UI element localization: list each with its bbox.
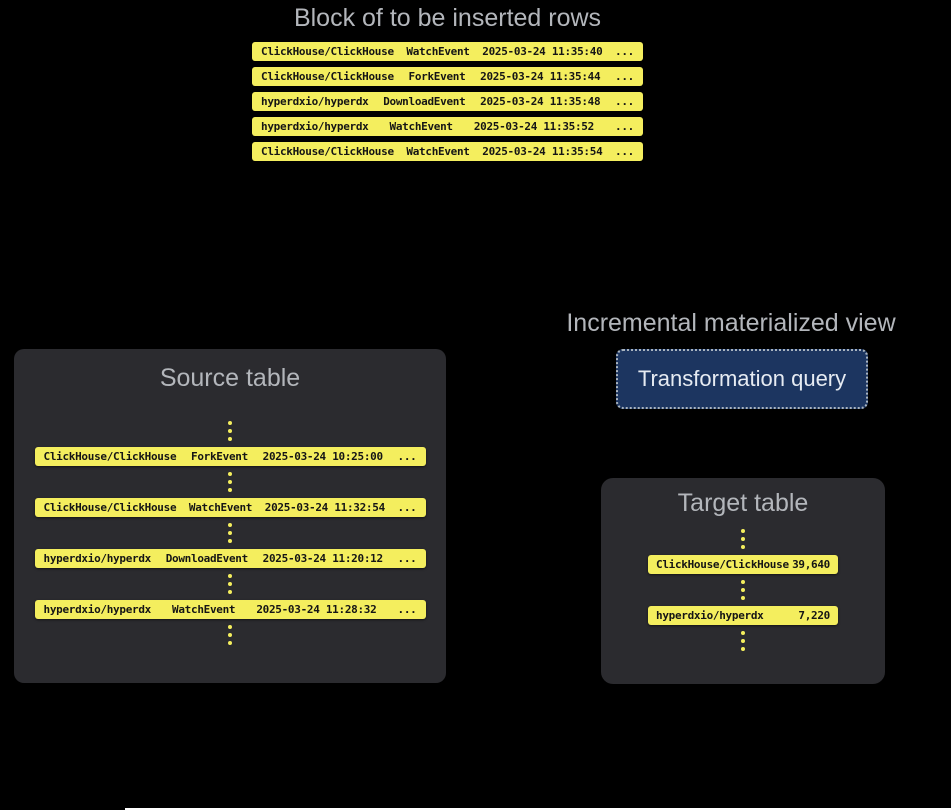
row-repo: hyperdxio/hyperdx [656,609,764,622]
transformation-query-button: Transformation query [616,349,868,409]
row-time: 2025-03-24 10:25:00 [262,450,383,463]
ellipsis-dots [228,625,232,645]
source-row: ClickHouse/ClickHouse ForkEvent 2025-03-… [34,447,426,466]
row-repo: ClickHouse/ClickHouse [43,501,177,514]
target-table-panel: Target table ClickHouse/ClickHouse 39,64… [601,478,885,684]
row-repo: ClickHouse/ClickHouse [261,45,394,58]
row-event: WatchEvent [389,120,454,133]
row-more: ... [615,120,634,133]
source-row: hyperdxio/hyperdx DownloadEvent 2025-03-… [34,549,426,568]
row-more: ... [397,450,417,463]
row-repo: ClickHouse/ClickHouse [43,450,177,463]
row-more: ... [615,95,634,108]
row-event: WatchEvent [406,145,470,158]
row-count: 39,640 [792,558,830,571]
source-row: hyperdxio/hyperdx WatchEvent 2025-03-24 … [34,600,426,619]
materialized-view-title: Incremental materialized view [566,309,896,337]
row-time: 2025-03-24 11:35:44 [480,70,601,83]
ellipsis-dots [741,580,745,600]
row-more: ... [397,552,417,565]
row-event: ForkEvent [191,450,248,463]
row-event: WatchEvent [172,603,236,616]
target-table-rows: ClickHouse/ClickHouse 39,640 hyperdxio/h… [648,529,838,651]
row-time: 2025-03-24 11:35:54 [482,145,603,158]
target-row: hyperdxio/hyperdx 7,220 [648,606,838,625]
row-repo: ClickHouse/ClickHouse [656,558,789,571]
row-repo: ClickHouse/ClickHouse [261,145,394,158]
insert-row: ClickHouse/ClickHouse WatchEvent 2025-03… [252,42,643,61]
insert-row: ClickHouse/ClickHouse WatchEvent 2025-03… [252,142,643,161]
row-repo: hyperdxio/hyperdx [261,120,369,133]
row-time: 2025-03-24 11:28:32 [256,603,377,616]
row-more: ... [615,70,634,83]
source-table-rows: ClickHouse/ClickHouse ForkEvent 2025-03-… [34,421,426,645]
insert-row: hyperdxio/hyperdx DownloadEvent 2025-03-… [252,92,643,111]
insert-row: hyperdxio/hyperdx WatchEvent 2025-03-24 … [252,117,643,136]
target-table-title: Target table [677,489,809,517]
row-event: DownloadEvent [383,95,466,108]
ellipsis-dots [228,421,232,441]
ellipsis-dots [228,574,232,594]
ellipsis-dots [741,631,745,651]
row-more: ... [615,145,634,158]
row-more: ... [615,45,634,58]
row-repo: hyperdxio/hyperdx [261,95,369,108]
source-table-title: Source table [159,364,301,392]
row-more: ... [397,501,417,514]
row-event: WatchEvent [188,501,253,514]
row-event: ForkEvent [408,70,466,83]
row-time: 2025-03-24 11:35:40 [482,45,603,58]
bottom-edge-strip [125,808,951,810]
insert-block-rows: ClickHouse/ClickHouse WatchEvent 2025-03… [252,42,643,161]
row-repo: hyperdxio/hyperdx [43,603,152,616]
row-event: DownloadEvent [165,552,249,565]
row-count: 7,220 [798,609,830,622]
row-time: 2025-03-24 11:20:12 [262,552,383,565]
insert-row: ClickHouse/ClickHouse ForkEvent 2025-03-… [252,67,643,86]
source-row: ClickHouse/ClickHouse WatchEvent 2025-03… [34,498,426,517]
row-repo: ClickHouse/ClickHouse [261,70,394,83]
target-row: ClickHouse/ClickHouse 39,640 [648,555,838,574]
insert-block-title: Block of to be inserted rows [293,4,602,32]
row-time: 2025-03-24 11:32:54 [264,501,385,514]
row-time: 2025-03-24 11:35:48 [480,95,601,108]
ellipsis-dots [741,529,745,549]
row-repo: hyperdxio/hyperdx [43,552,152,565]
row-more: ... [397,603,417,616]
row-time: 2025-03-24 11:35:52 [473,120,594,133]
ellipsis-dots [228,472,232,492]
source-table-panel: Source table ClickHouse/ClickHouse ForkE… [14,349,446,683]
ellipsis-dots [228,523,232,543]
row-event: WatchEvent [406,45,470,58]
